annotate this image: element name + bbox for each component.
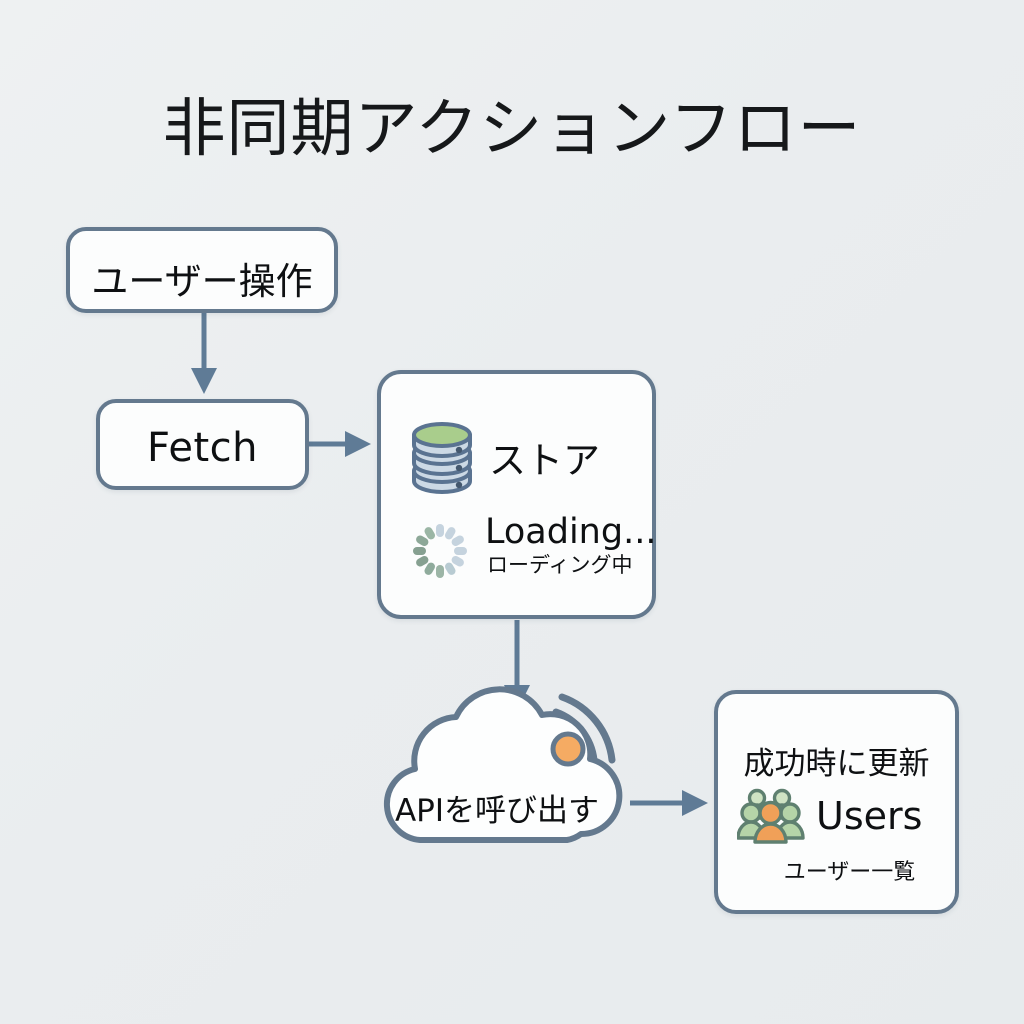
users-update-title: 成功時に更新 [743, 746, 930, 782]
status-dot-icon [550, 731, 586, 767]
store-header-row: ストア [401, 412, 640, 502]
loading-text-group: Loading... ローディング中 [483, 514, 656, 580]
store-title: ストア [489, 439, 600, 482]
node-api-call-label: APIを呼び出す [394, 793, 600, 829]
node-fetch[interactable]: Fetch [96, 399, 309, 490]
store-loading-row: Loading... ローディング中 [397, 514, 656, 600]
loading-spinner-icon [397, 514, 483, 582]
database-icon [401, 419, 483, 495]
node-users[interactable]: 成功時に更新 [714, 690, 959, 914]
node-store[interactable]: ストア [377, 370, 656, 619]
node-api-call[interactable]: APIを呼び出す [368, 672, 660, 858]
loading-sublabel: ローディング中 [487, 552, 633, 577]
node-user-action-label: ユーザー操作 [91, 260, 313, 303]
users-sublabel: ユーザー一覧 [783, 860, 916, 885]
page-title: 非同期アクションフロー [162, 92, 862, 165]
users-group-icon [732, 788, 812, 844]
node-fetch-label: Fetch [147, 425, 258, 471]
users-main-label: Users [816, 794, 923, 838]
cloud-shape [383, 686, 623, 843]
users-main-row: Users [732, 788, 951, 844]
node-user-action[interactable]: ユーザー操作 [66, 227, 338, 313]
loading-label: Loading... [485, 512, 657, 552]
